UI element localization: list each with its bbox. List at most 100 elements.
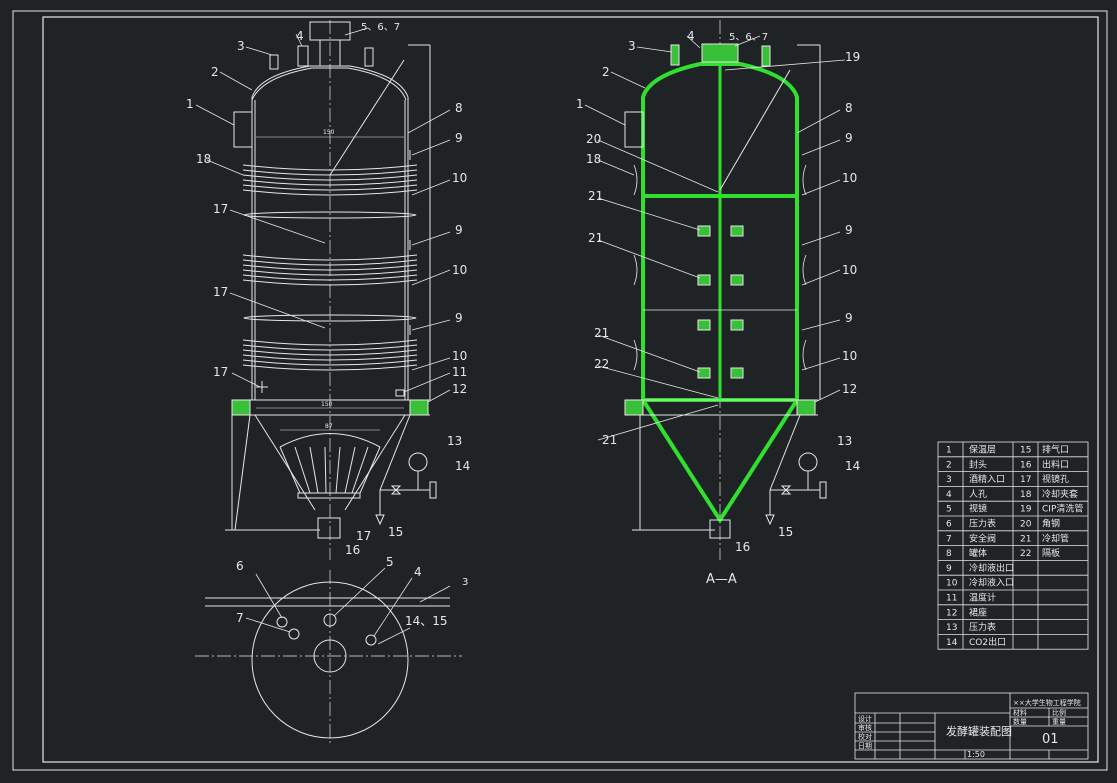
a-callout-21c: 21: [594, 326, 609, 340]
a-callout-18: 18: [586, 152, 601, 166]
jacket-coils-3: [242, 339, 418, 371]
parts-table-cell-no1: 9: [946, 564, 952, 574]
jacket-coils-2: [242, 254, 418, 286]
outer-frame: [12, 10, 1108, 771]
plan-callout-5: 5: [386, 555, 394, 569]
parts-table-cell-name1: 人孔: [969, 489, 987, 500]
parts-table-cell-name2: CIP清洗管: [1042, 503, 1083, 515]
callout-16: 16: [345, 543, 360, 557]
tb-field-3: 校对: [858, 732, 872, 741]
a-callout-21d: 21: [602, 433, 617, 447]
bottom-callout-labels: 6 7 5 4 3 14、15: [236, 555, 468, 628]
callout-9c: 9: [455, 311, 463, 325]
parts-table-cell-name1: 罐体: [969, 547, 987, 559]
tb-mid-2: 比例: [1052, 708, 1066, 717]
parts-table-cell-no1: 4: [946, 490, 952, 500]
parts-table-cell-name1: 裙座: [969, 606, 987, 618]
plan-callout-7: 7: [236, 611, 244, 625]
parts-table-cell-no2: 20: [1020, 520, 1032, 530]
inner-frame: [42, 16, 1099, 763]
drawing-scale: 1:50: [967, 750, 985, 759]
a-callout-21b: 21: [588, 231, 603, 245]
parts-table-cell-no2: 21: [1020, 534, 1031, 544]
parts-table-cell-name1: 视镜: [969, 503, 987, 515]
parts-table-cell-no1: 12: [946, 608, 957, 618]
parts-table-cell-name1: 压力表: [969, 621, 996, 633]
cooling-pipes: [697, 225, 744, 379]
parts-table-cell-name2: 冷却管: [1042, 532, 1069, 544]
parts-table-cell-name1: 酒精入口: [969, 473, 1005, 485]
a-callout-5-6-7: 5、6、7: [729, 32, 768, 43]
callout-11: 11: [452, 365, 467, 379]
dim-top-width: 150: [323, 129, 335, 136]
tb-mid-1: 材料: [1013, 708, 1027, 717]
parts-table-cell-no1: 5: [946, 505, 952, 515]
parts-table-cell-name2: 角钢: [1042, 518, 1060, 530]
callout-17b: 17: [213, 285, 228, 299]
right-section-view: [624, 20, 827, 560]
parts-table-cell-no1: 13: [946, 623, 957, 633]
tb-mid-3: 数量: [1013, 717, 1027, 726]
callout-10b: 10: [452, 263, 467, 277]
a-callout-21a: 21: [588, 189, 603, 203]
parts-table-cell-name1: 安全阀: [969, 532, 996, 544]
section-label: A—A: [706, 572, 737, 587]
title-block-header: ××大学生物工程学院: [1013, 698, 1081, 707]
parts-table-cell-no1: 2: [946, 460, 952, 470]
parts-table-cell-name1: CO2出口: [969, 636, 1006, 648]
parts-table-cell-no1: 1: [946, 446, 952, 456]
parts-table-cell-name2: 冷却夹套: [1042, 488, 1078, 500]
a-callout-14: 14: [845, 459, 860, 473]
a-callout-13: 13: [837, 434, 852, 448]
a-callout-15: 15: [778, 525, 793, 539]
tb-field-2: 审核: [858, 723, 872, 732]
dim-base-width: 150: [321, 401, 333, 408]
parts-table-cell-no1: 8: [946, 549, 952, 559]
parts-table-cell-name1: 冷却液入口: [969, 577, 1014, 589]
parts-table: [937, 441, 1089, 650]
a-callout-22: 22: [594, 357, 609, 371]
drawing-title: 发酵罐装配图: [946, 724, 1012, 738]
tb-field-4: 日期: [858, 742, 872, 750]
callout-2: 2: [211, 65, 219, 79]
title-block: [854, 692, 1089, 760]
callout-13: 13: [447, 434, 462, 448]
a-callout-20: 20: [586, 132, 601, 146]
callout-4: 4: [296, 29, 304, 43]
parts-table-cell-no2: 22: [1020, 549, 1031, 559]
callout-8: 8: [455, 101, 463, 115]
parts-table-cell-name1: 压力表: [969, 518, 996, 530]
parts-table-cell-name2: 出料口: [1042, 458, 1069, 470]
plan-callout-4: 4: [414, 565, 422, 579]
parts-table-cell-no1: 14: [946, 638, 958, 648]
callout-18: 18: [196, 152, 211, 166]
a-callout-12: 12: [842, 382, 857, 396]
a-callout-10c: 10: [842, 349, 857, 363]
callout-17d: 17: [356, 529, 371, 543]
callout-17c: 17: [213, 365, 228, 379]
callout-17a: 17: [213, 202, 228, 216]
parts-table-cell-no2: 16: [1020, 460, 1032, 470]
a-callout-3: 3: [628, 39, 636, 53]
callout-10a: 10: [452, 171, 467, 185]
plan-callout-6: 6: [236, 559, 244, 573]
dim-cone-width: 87: [325, 423, 333, 430]
parts-table-cell-name1: 温度计: [969, 592, 996, 604]
parts-table-cell-no1: 11: [946, 594, 957, 604]
parts-table-cell-no1: 7: [946, 534, 952, 544]
left-callout-labels: 1 2 3 4 5、6、7 8 9 10 9 10 9 10 11 12 13 …: [186, 22, 470, 557]
a-callout-10b: 10: [842, 263, 857, 277]
a-callout-16: 16: [735, 540, 750, 554]
title-block-text: 发酵罐装配图 1:50 01 ××大学生物工程学院 设计 审核 校对 日期 材料…: [858, 698, 1081, 759]
plan-callout-14-15: 14、15: [405, 614, 448, 628]
parts-table-cell-no2: 17: [1020, 475, 1031, 485]
callout-10c: 10: [452, 349, 467, 363]
sheet-number: 01: [1042, 732, 1059, 747]
callout-15: 15: [388, 525, 403, 539]
parts-table-cell-no2: 18: [1020, 490, 1032, 500]
parts-table-cell-no1: 6: [946, 520, 952, 530]
callout-1: 1: [186, 97, 194, 111]
